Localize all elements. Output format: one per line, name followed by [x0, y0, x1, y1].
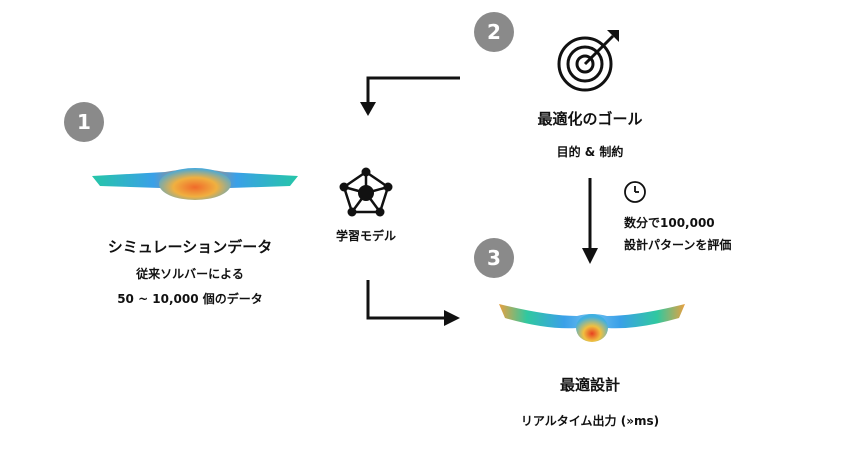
arrow-model-to-design [366, 280, 460, 326]
simulation-wing-image [92, 168, 298, 200]
arrow-goal-to-design [582, 178, 598, 264]
step-1-badge: 1 [64, 102, 104, 142]
optimal-wing-image [499, 304, 685, 342]
step-3-title: 最適設計 [559, 376, 620, 394]
step-1-title: シミュレーションデータ [107, 238, 273, 256]
step-2-badge: 2 [474, 12, 514, 52]
target-arrow-icon [557, 30, 619, 92]
clock-icon [624, 181, 646, 203]
step-2-title: 最適化のゴール [537, 110, 643, 128]
model-label: 学習モデル [335, 229, 396, 243]
evaluation-line2: 設計パターンを評価 [624, 238, 732, 252]
evaluation-line1: 数分で100,000 [624, 216, 715, 230]
network-nodes-icon [339, 167, 393, 217]
arrow-goal-to-model [360, 76, 460, 116]
step-1-line1: 従来ソルバーによる [136, 267, 244, 281]
step-3-line1: リアルタイム出力 (»ms) [520, 414, 660, 428]
step-2-line1: 目的 & 制約 [556, 145, 624, 159]
step-1-line2: 50 ~ 10,000 個のデータ [117, 292, 263, 306]
step-3-badge: 3 [474, 238, 514, 278]
